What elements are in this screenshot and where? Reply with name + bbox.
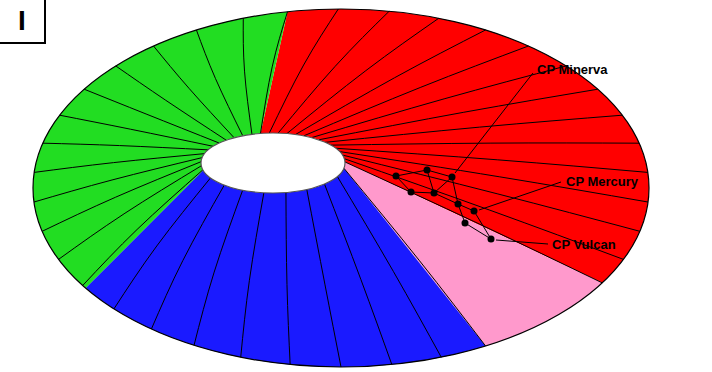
meridian-line: [34, 154, 204, 173]
network-link: [427, 170, 434, 193]
meridian-line: [260, 12, 287, 134]
meridian-line: [287, 18, 439, 133]
meridian-line: [269, 9, 338, 133]
torus-hole: [201, 133, 345, 193]
meridian-line: [324, 184, 391, 365]
meridian-line: [331, 143, 639, 145]
meridian-line: [83, 170, 203, 286]
meridian-line: [194, 190, 243, 345]
network-link: [434, 177, 452, 193]
meridian-line: [311, 66, 566, 138]
network-link: [434, 193, 458, 204]
meridian-line: [336, 148, 648, 172]
meridian-line: [243, 18, 252, 134]
network-link: [427, 170, 452, 177]
meridian-line: [34, 158, 202, 202]
meridian-line: [43, 143, 208, 150]
meridian-line: [84, 89, 219, 143]
leader-line: [496, 240, 548, 244]
meridian-line: [337, 176, 441, 357]
callout-label: CP Vulcan: [552, 238, 616, 252]
meridian-line: [241, 193, 264, 357]
callout-label: CP Mercury: [566, 175, 638, 189]
leader-line: [455, 73, 533, 173]
torus-outline: [33, 9, 649, 367]
meridian-line: [114, 178, 211, 309]
meridian-line: [278, 11, 389, 133]
numeral-box: I: [0, 0, 46, 44]
meridian-line: [344, 168, 486, 346]
meridian-line: [60, 115, 214, 146]
meridian-line: [340, 152, 648, 202]
numeral-text: I: [18, 7, 26, 35]
meridian-line: [286, 193, 290, 365]
meridian-line: [296, 30, 486, 135]
network-link: [452, 177, 458, 204]
network-link: [396, 170, 427, 176]
network-node-dot: [393, 173, 400, 180]
network-node-dot: [449, 174, 456, 181]
network-node-dot: [431, 190, 438, 197]
meridian-line: [344, 159, 623, 260]
meridian-line: [59, 166, 202, 260]
network-link: [474, 211, 491, 239]
leader-line: [479, 182, 561, 210]
meridian-line: [319, 89, 598, 140]
network-link: [465, 223, 491, 239]
meridian-line: [116, 66, 226, 140]
network-node-dot: [408, 189, 415, 196]
meridian-line: [196, 30, 242, 136]
network-node-dot: [424, 167, 431, 174]
network-node-dot: [455, 201, 462, 208]
network-node-dot: [462, 220, 469, 227]
meridian-line: [42, 162, 201, 232]
network-node-dot: [488, 236, 495, 243]
network-node-dot: [471, 208, 478, 215]
callout-label: CP Minerva: [537, 63, 608, 77]
meridian-line: [325, 115, 622, 142]
meridian-line: [307, 189, 341, 367]
meridian-line: [345, 162, 602, 283]
